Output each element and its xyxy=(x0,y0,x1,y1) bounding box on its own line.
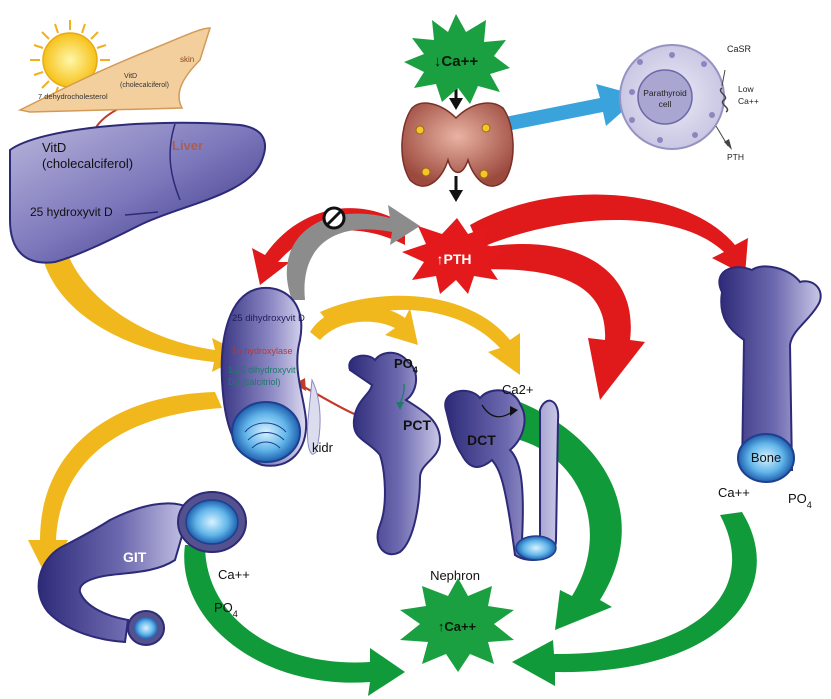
git-label: GIT xyxy=(123,549,147,565)
nephron-label: Nephron xyxy=(430,568,480,583)
parathyroid-cell-label-2: cell xyxy=(659,99,672,109)
bone-label: Bone xyxy=(751,450,781,465)
skin-vitd-line1: VitD xyxy=(124,73,137,80)
high-calcium-label: ↑Ca++ xyxy=(438,619,477,634)
casr-label: CaSR xyxy=(727,44,752,54)
dct-label: DCT xyxy=(467,432,496,448)
kidney-25-label: 25 dihydroxyvit D xyxy=(232,313,305,324)
pth-label: ↑PTH xyxy=(437,251,472,267)
kidney-enzyme-label: 1a hydroxylase xyxy=(232,346,293,356)
liver-label: Liver xyxy=(172,138,203,153)
parathyroid-glands xyxy=(402,103,513,186)
down-arrow-2-head xyxy=(449,190,463,202)
skin-label: skin xyxy=(180,55,194,64)
parathyroid-cell-label-1: Parathyroid xyxy=(643,88,687,98)
kidney-label: kidr xyxy=(312,440,334,455)
pct-label: PCT xyxy=(403,417,431,433)
pth-output-label: PTH xyxy=(727,152,744,162)
kidney-product-label-2: D3 (calcitriol) xyxy=(228,377,281,387)
inhibition-icon xyxy=(324,208,344,228)
liver-vitd-line1: VitD xyxy=(42,140,66,155)
parathyroid-to-cell-blue-arrow xyxy=(500,84,640,132)
skin-precursor: 7 dehydrocholesterol xyxy=(38,92,108,101)
low-calcium-label: ↓Ca++ xyxy=(434,53,478,70)
liver-vitd-line2: (cholecalciferol) xyxy=(42,156,133,171)
bone-po4-label: PO4 xyxy=(788,491,812,510)
bone-ca-label: Ca++ xyxy=(718,485,750,500)
low-ca-label-1: Low xyxy=(738,84,754,94)
nephron-to-calcium-green-arrow xyxy=(520,402,622,630)
liver-metabolite: 25 hydroxyvit D xyxy=(30,205,113,219)
low-ca-label-2: Ca++ xyxy=(738,96,759,106)
kidney-product-label-1: 1,25 dihydroxyvit xyxy=(228,365,296,375)
pth-to-nephron-red-arrow xyxy=(470,244,645,400)
skin-vitd-line2: (cholecalciferol) xyxy=(120,82,169,89)
git-ca-label: Ca++ xyxy=(218,567,250,582)
nephron-ca-label: Ca2+ xyxy=(502,382,533,397)
down-arrow-1-head xyxy=(449,98,463,110)
